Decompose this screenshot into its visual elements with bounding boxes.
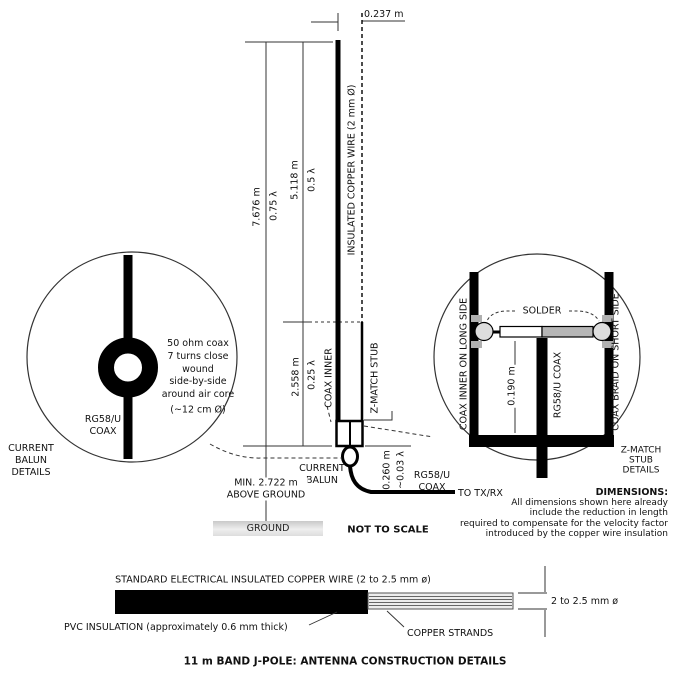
solder-pad — [602, 315, 613, 322]
strands-label-leader — [386, 610, 405, 628]
stub-detail-caption: Z-MATCH STUB DETAILS — [620, 445, 662, 475]
solder-leader-left — [486, 310, 515, 322]
copper-strands-bar — [367, 592, 514, 610]
wire-diameter-dim — [518, 566, 547, 637]
insulated-wire-label: INSULATED COPPER WIRE (2 mm Ø) — [346, 84, 358, 256]
ground-bar: GROUND — [213, 521, 323, 536]
stub-length-label: 2.558 m — [290, 357, 302, 397]
not-to-scale-label: NOT TO SCALE — [347, 524, 429, 536]
wire-detail-title: STANDARD ELECTRICAL INSULATED COPPER WIR… — [115, 574, 431, 586]
stub-length-dim-label: 0.190 m — [506, 364, 518, 408]
solder-pad — [471, 315, 482, 322]
stub-detail-leader — [363, 425, 434, 438]
pvc-insulation-bar — [115, 590, 368, 614]
stub-coax-label: RG58/U COAX — [552, 351, 564, 419]
coax-inner-label: COAX INNER — [323, 348, 335, 408]
coax-inner-long-side-label: COAX INNER ON LONG SIDE — [458, 297, 470, 431]
balun-note: 50 ohm coax 7 turns close wound side-by-… — [161, 338, 235, 401]
coax-inner-leader — [326, 405, 332, 423]
total-wavelength-label: 0.75 λ — [268, 191, 280, 221]
spacing-dim-label: 0.237 m — [364, 9, 404, 20]
feed-height-label: 0.260 m — [381, 450, 393, 490]
dimension-lines — [243, 13, 411, 521]
strand-stripes — [369, 596, 512, 606]
solder-pad — [602, 341, 613, 348]
solder-blob-left — [474, 321, 494, 342]
min-height-callout: MIN. 2.722 m ABOVE GROUND — [224, 477, 308, 501]
page-title: 11 m BAND J-POLE: ANTENNA CONSTRUCTION D… — [183, 655, 507, 668]
coax-braid-short-side-label: COAX BRAID ON SHORT SIDE — [610, 293, 622, 431]
balun-coax-callout: RG58/U COAX — [84, 414, 122, 437]
stub-wavelength-label: 0.25 λ — [306, 360, 318, 390]
coax-braid-section — [541, 325, 594, 338]
balun-detail-circle — [26, 251, 238, 463]
dimensions-note-heading: DIMENSIONS: — [595, 487, 668, 498]
z-match-stub-pointer — [364, 411, 393, 421]
ground-label: GROUND — [246, 523, 290, 534]
copper-strands-label: COPPER STRANDS — [407, 628, 494, 639]
solder-leaders — [486, 310, 600, 322]
radiator-wavelength-label: 0.5 λ — [306, 168, 318, 192]
coax-inner-section — [499, 325, 543, 338]
pvc-insulation-label: PVC INSULATION (approximately 0.6 mm thi… — [64, 622, 288, 633]
current-balun-callout: CURRENT BALUN — [299, 463, 345, 486]
feed-height-wl-label: ~0.03 λ — [395, 451, 407, 489]
to-txrx-label: TO TX/RX — [458, 488, 503, 499]
feed-coax-line — [348, 465, 455, 494]
balun-detail-caption: CURRENT BALUN DETAILS — [8, 443, 54, 478]
pvc-label-leader — [308, 611, 338, 626]
radiator-length-label: 5.118 m — [289, 160, 301, 200]
solder-blob-right — [592, 321, 612, 342]
solder-pad — [471, 341, 482, 348]
z-match-stub-label: Z-MATCH STUB — [369, 342, 381, 414]
balun-detail-leader — [209, 443, 342, 459]
dimensions-note: DIMENSIONS: All dimensions shown here al… — [459, 487, 668, 539]
total-length-label: 7.676 m — [251, 187, 263, 227]
leader-lines — [209, 405, 434, 459]
balun-core-size-label: (~12 cm Ø) — [170, 404, 226, 416]
balun-coil-symbol — [98, 337, 158, 398]
solder-label: SOLDER — [522, 305, 562, 317]
wire-diameter-label: 2 to 2.5 mm ø — [551, 596, 619, 607]
feed-coax-callout: RG58/U COAX — [413, 470, 451, 493]
